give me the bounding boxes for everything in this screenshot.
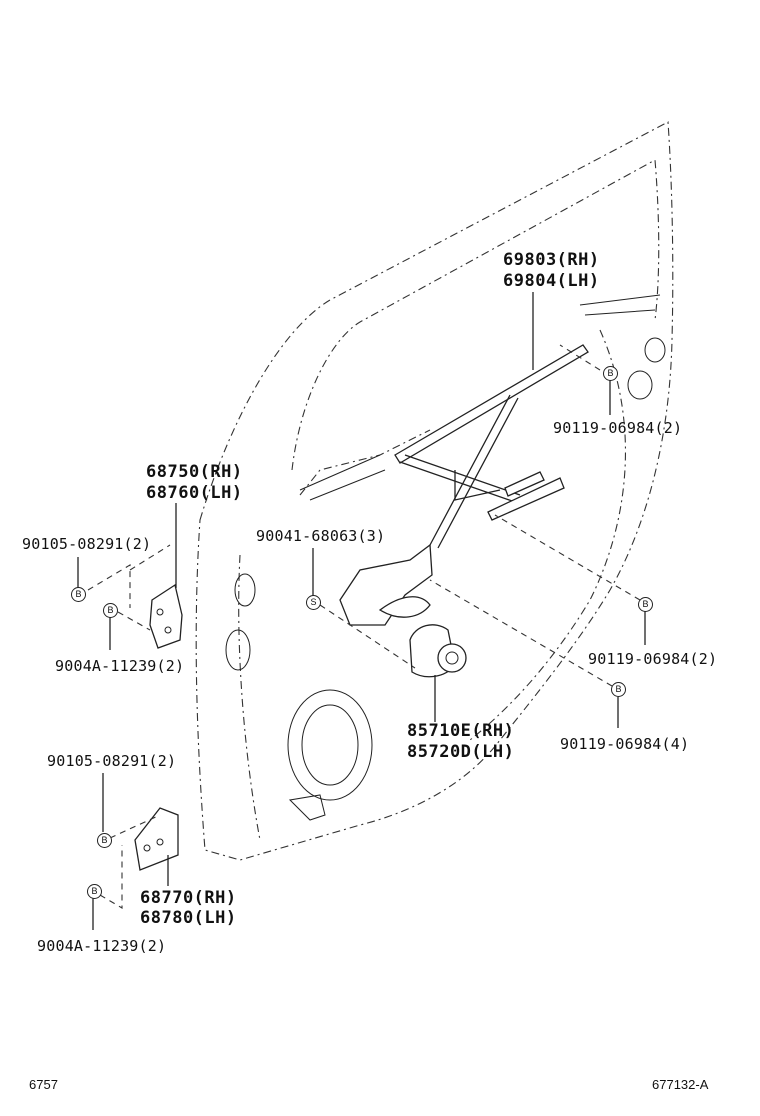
callout-bolt-regulator-top: 90119-06984(2) [553, 419, 683, 437]
fastener-marker-b: B [603, 366, 618, 381]
fastener-marker-b: B [71, 587, 86, 602]
callout-regulator-screw: 90041-68063(3) [256, 527, 386, 545]
fastener-marker-s: S [306, 595, 321, 610]
dash-bolt-top [559, 344, 601, 371]
dash-lower-hinge-nut [99, 845, 123, 909]
callout-regulator-rh: 69803(RH) [503, 250, 600, 270]
fastener-marker-b: B [611, 682, 626, 697]
speaker-hole [287, 689, 373, 801]
door-outer-outline [195, 121, 674, 861]
footer-code-left: 6757 [29, 1077, 58, 1092]
callout-motor-lh: 85720D(LH) [407, 742, 515, 762]
regulator-slider-lower [487, 477, 565, 521]
callout-bolt-lower-hinge: 90105-08291(2) [47, 752, 177, 770]
door-panel-edge [238, 554, 261, 841]
regulator-rail [394, 344, 589, 464]
regulator-base-plate [339, 543, 433, 626]
callout-hinge-lower-rh: 68770(RH) [140, 888, 237, 908]
door-rear-edge [469, 329, 626, 741]
dash-upper-hinge-nut [117, 611, 151, 631]
callout-nut-upper-hinge: 9004A-11239(2) [55, 657, 185, 675]
regulator-arm-c [454, 470, 501, 501]
footer-code-right: 677132-A [652, 1077, 709, 1092]
panel-hole-1 [225, 629, 251, 671]
dash-bolt-motor [429, 579, 613, 687]
fastener-marker-b: B [103, 603, 118, 618]
door-inner-outline [291, 159, 660, 471]
upper-hinge [149, 583, 183, 649]
panel-hole-4 [644, 337, 666, 363]
panel-lower-bracket [288, 794, 326, 821]
callout-regulator-lh: 69804(LH) [503, 271, 600, 291]
callout-hinge-upper-lh: 68760(LH) [146, 483, 243, 503]
window-frame-inner [299, 429, 431, 496]
dash-bolt-mid [494, 514, 641, 601]
regulator-slider-mid [504, 471, 545, 497]
panel-hole-2 [234, 573, 256, 607]
callout-bolt-upper-hinge: 90105-08291(2) [22, 535, 152, 553]
callout-bolt-regulator-mid: 90119-06984(2) [588, 650, 718, 668]
panel-hole-3 [627, 370, 653, 400]
dash-screw [319, 604, 416, 669]
callout-motor-rh: 85710E(RH) [407, 721, 515, 741]
motor-gear [437, 643, 467, 673]
dash-lower-hinge-bolt [109, 814, 161, 839]
fastener-marker-b: B [97, 833, 112, 848]
dash-upper-hinge-bolt [87, 544, 171, 608]
regulator-arm-b [429, 394, 519, 549]
fastener-marker-b: B [638, 597, 653, 612]
callout-hinge-upper-rh: 68750(RH) [146, 462, 243, 482]
callout-bolt-motor: 90119-06984(4) [560, 735, 690, 753]
regulator-gear-cover [378, 596, 431, 618]
regulator-arm-a [399, 454, 521, 503]
motor-gear-hub [445, 651, 459, 665]
fastener-marker-b: B [87, 884, 102, 899]
speaker-hole-inner [301, 704, 359, 786]
callout-nut-lower-hinge: 9004A-11239(2) [37, 937, 167, 955]
callout-hinge-lower-lh: 68780(LH) [140, 908, 237, 928]
glass-run [299, 294, 661, 501]
lower-hinge [134, 807, 179, 871]
